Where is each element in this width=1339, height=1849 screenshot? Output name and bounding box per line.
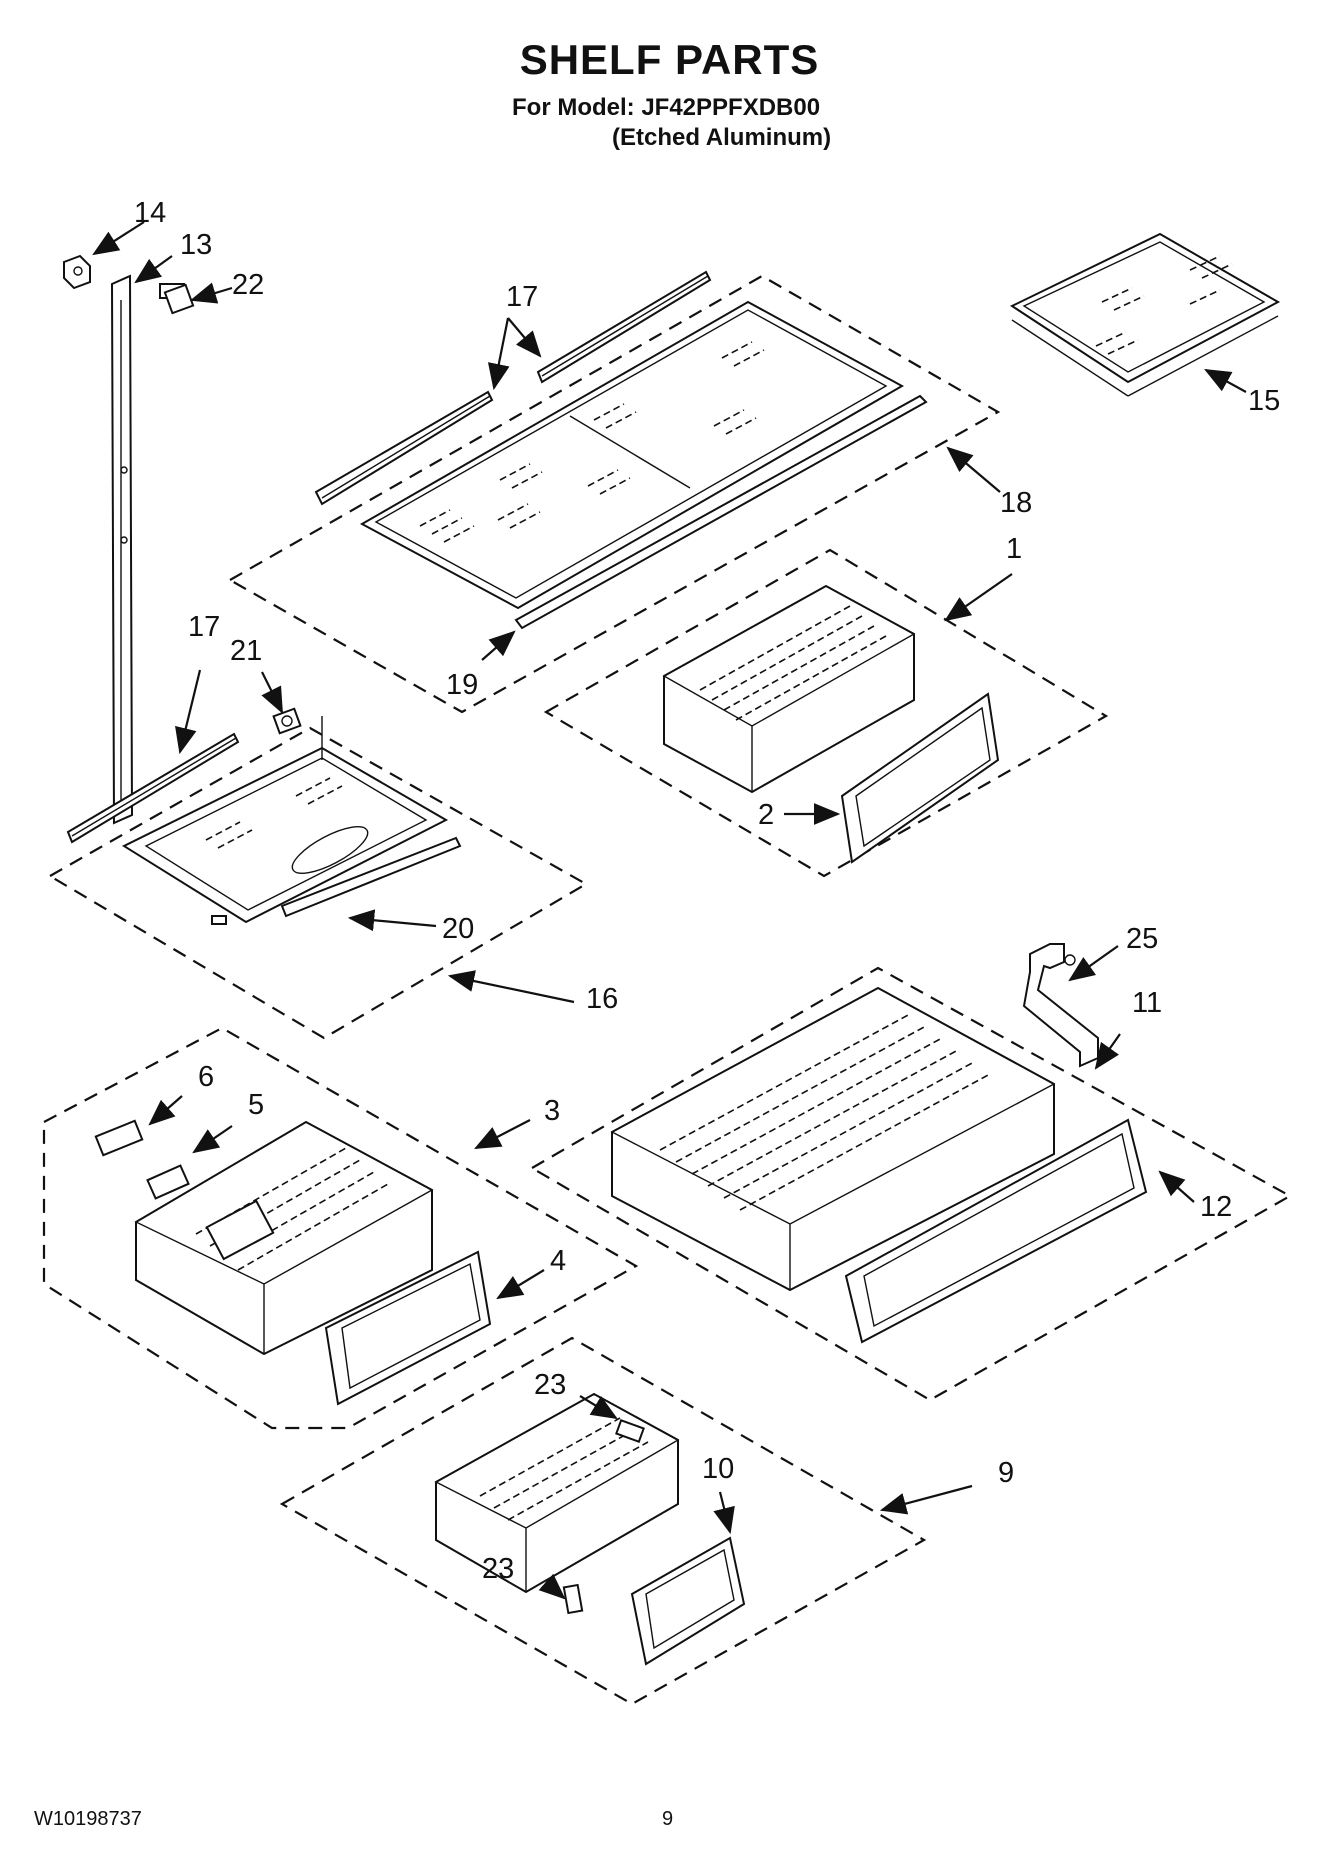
crisper-cover-part-12 — [844, 1118, 1148, 1344]
callout-4: 4 — [550, 1245, 566, 1277]
callout-17-upper: 17 — [506, 281, 538, 313]
callout-11: 11 — [1132, 987, 1162, 1019]
leader-20 — [347, 909, 437, 932]
crisper-cover-part-2 — [840, 692, 1000, 864]
drawer-cover-part-4 — [324, 1250, 492, 1406]
drawer-cover-part-10 — [630, 1536, 746, 1666]
callout-1: 1 — [1006, 533, 1022, 565]
leader-21 — [261, 671, 283, 714]
callout-10: 10 — [702, 1453, 734, 1485]
leader-6 — [148, 1095, 183, 1126]
shelf-part-15 — [1009, 232, 1281, 397]
crisper-drawer-part-1 — [662, 584, 916, 794]
callout-14: 14 — [134, 197, 166, 229]
screw-part-23-upper — [615, 1419, 645, 1443]
control-part-5 — [146, 1164, 190, 1200]
model-variant: (Etched Aluminum) — [612, 124, 832, 151]
callout-19: 19 — [446, 669, 478, 701]
callout-3: 3 — [544, 1095, 560, 1127]
shelf-rail-part-17-lower — [66, 732, 240, 844]
callout-12: 12 — [1200, 1191, 1232, 1223]
leader-23b — [538, 1573, 566, 1600]
shelf-rail-part-17-upper-left — [314, 390, 494, 506]
document-code: W10198737 — [34, 1808, 142, 1830]
assembly-outline-18 — [227, 274, 1001, 714]
callout-23-lower: 23 — [482, 1553, 514, 1585]
callout-5: 5 — [248, 1089, 264, 1121]
callout-13: 13 — [180, 229, 212, 261]
assembly-outline-1 — [543, 548, 1109, 878]
leader-23a — [579, 1395, 618, 1420]
callout-15: 15 — [1248, 385, 1280, 417]
leader-3 — [474, 1119, 531, 1150]
leader-11 — [1094, 1033, 1121, 1070]
crisper-drawer-part-11 — [610, 986, 1056, 1292]
leader-1 — [944, 573, 1013, 622]
callout-17-lower: 17 — [188, 611, 220, 643]
page-title: SHELF PARTS — [519, 36, 820, 83]
shelf-rail-part-13 — [110, 274, 134, 825]
callout-23-upper: 23 — [534, 1369, 566, 1401]
leader-15 — [1204, 368, 1247, 393]
leader-19 — [481, 630, 516, 661]
shelf-part-16 — [121, 716, 449, 925]
drawer-part-3 — [134, 1120, 434, 1356]
leader-17a-left — [487, 317, 510, 391]
shelf-trim-part-19 — [514, 394, 928, 630]
leader-25 — [1068, 945, 1119, 982]
leader-9 — [879, 1484, 973, 1515]
leader-13 — [134, 255, 173, 284]
assembly-outline-11 — [529, 966, 1293, 1402]
callout-16: 16 — [586, 983, 618, 1015]
leader-14 — [92, 221, 145, 256]
leader-22 — [189, 282, 233, 304]
glass-shelf-part-18 — [359, 300, 905, 610]
screw-part-22 — [159, 283, 195, 315]
shelf-trim-part-20 — [280, 836, 462, 918]
leader-10 — [713, 1491, 735, 1535]
callout-25: 25 — [1126, 923, 1158, 955]
callout-22: 22 — [232, 269, 264, 301]
screw-part-23-lower — [562, 1583, 584, 1615]
leader-17a-right — [507, 317, 542, 358]
rail-cap-part-14 — [63, 254, 91, 290]
page-number: 9 — [662, 1808, 674, 1830]
leader-18 — [946, 446, 1001, 493]
screw-part-21 — [272, 707, 302, 735]
model-number: For Model: JF42PPFXDB00 — [512, 94, 821, 121]
callout-21: 21 — [230, 635, 262, 667]
leader-16 — [447, 970, 575, 1004]
callout-18: 18 — [1000, 487, 1032, 519]
assembly-outline-9 — [279, 1336, 927, 1706]
bracket-part-25 — [1022, 943, 1099, 1068]
leader-12 — [1158, 1170, 1195, 1203]
drawer-part-9 — [434, 1392, 680, 1594]
callout-9: 9 — [998, 1457, 1014, 1489]
leader-17b — [175, 669, 202, 755]
callout-2: 2 — [758, 799, 774, 831]
leader-5 — [192, 1125, 233, 1154]
label-part-6 — [94, 1119, 144, 1157]
callout-6: 6 — [198, 1061, 214, 1093]
shelf-rail-part-17-upper-right — [536, 270, 712, 384]
leader-4 — [496, 1269, 545, 1300]
callout-20: 20 — [442, 913, 474, 945]
